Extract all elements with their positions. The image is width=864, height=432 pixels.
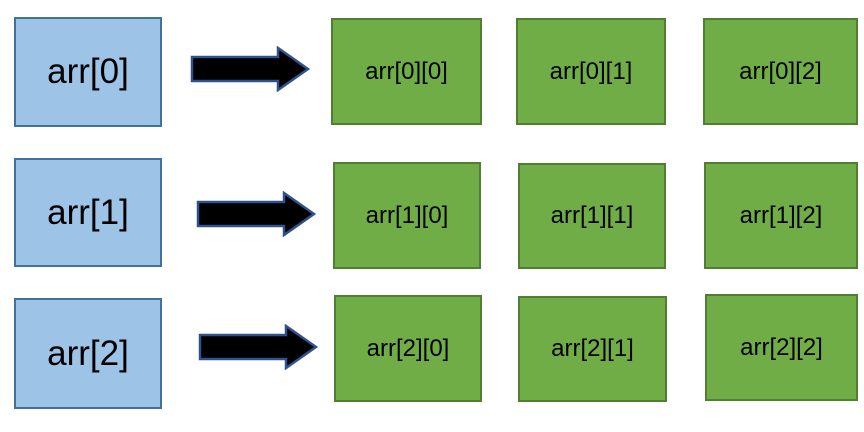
cell-0-0: arr[0][0] — [331, 18, 482, 125]
cell-2-0: arr[2][0] — [334, 295, 482, 402]
cell-0-1: arr[0][1] — [516, 18, 666, 125]
cell-1-0: arr[1][0] — [333, 162, 481, 269]
cell-2-2: arr[2][2] — [705, 294, 858, 401]
cell-1-1: arr[1][1] — [518, 163, 666, 269]
cell-1-2: arr[1][2] — [704, 162, 858, 269]
arrow-right-icon — [196, 191, 317, 237]
row-pointer-1: arr[1] — [14, 158, 162, 267]
arrow-right-icon — [198, 324, 319, 370]
row-pointer-2: arr[2] — [14, 298, 162, 409]
arrow-right-icon — [190, 46, 311, 92]
cell-2-1: arr[2][1] — [518, 296, 667, 402]
cell-0-2: arr[0][2] — [703, 18, 858, 125]
row-pointer-0: arr[0] — [14, 17, 162, 127]
